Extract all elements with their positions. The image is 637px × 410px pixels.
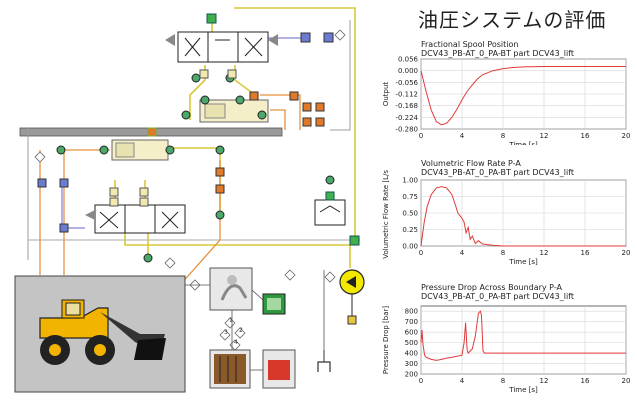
x-tick-label: 0	[419, 132, 423, 140]
y-tick-label: 300	[405, 360, 418, 368]
x-tick-label: 16	[581, 377, 590, 385]
y-tick-label: -0.280	[395, 126, 418, 134]
top-line	[234, 7, 356, 240]
y-tick-label: -0.168	[395, 102, 418, 110]
x-tick-label: 20	[622, 132, 631, 140]
chart1-subtitle: DCV43_PB-AT_0_PA-BT part DCV43_lift	[421, 49, 574, 58]
hydraulic-schematic: 1 2 3 4	[14, 7, 365, 393]
chart3-subtitle: DCV43_PB-AT_0_PA-BT part DCV43_lift	[421, 292, 574, 301]
x-tick-label: 20	[622, 377, 631, 385]
component-label-4: 4	[234, 339, 238, 346]
component-label-1: 1	[229, 317, 233, 324]
x-tick-label: 12	[540, 132, 549, 140]
lower-control-valve	[85, 204, 186, 234]
spool-position-chart: 0.056 0.000 -0.056 -0.112 -0.168 -0.224 -0.280…	[382, 56, 631, 146]
x-tick-label: 20	[622, 249, 631, 257]
component-label-3: 3	[224, 329, 228, 336]
engine-block	[209, 349, 251, 389]
y-tick-label: 400	[405, 350, 418, 358]
chart2-subtitle: DCV43_PB-AT_0_PA-BT part DCV43_lift	[421, 168, 574, 177]
x-tick-label: 0	[419, 249, 423, 257]
upper-control-valve	[165, 31, 278, 63]
y-tick-label: 800	[405, 308, 418, 316]
x-tick-label: 16	[581, 249, 590, 257]
y-tick-label: 700	[405, 318, 418, 326]
y-axis-label: Volumetric Flow Rate [L/s]	[382, 170, 390, 259]
page-heading: 油圧システムの評価	[418, 8, 607, 32]
lift-cylinder	[199, 99, 269, 123]
x-tick-label: 4	[460, 132, 465, 140]
x-tick-label: 16	[581, 132, 590, 140]
x-tick-label: 4	[460, 377, 465, 385]
grey-line	[330, 20, 351, 131]
y-tick-label: 0.000	[398, 67, 418, 75]
x-tick-label: 12	[540, 377, 549, 385]
x-tick-label: 0	[419, 377, 423, 385]
y-tick-label: -0.112	[395, 91, 418, 99]
relief-valve	[314, 191, 346, 226]
y-tick-label: 600	[405, 329, 418, 337]
chart2-title: Volumetric Flow Rate P-A	[421, 159, 521, 168]
chart3-title: Pressure Drop Across Boundary P-A	[421, 283, 563, 292]
x-axis-label: Time [s]	[508, 258, 538, 266]
x-axis-label: Time [s]	[508, 141, 538, 145]
y-tick-label: 500	[405, 339, 418, 347]
y-tick-label: -0.224	[395, 114, 418, 122]
series-line	[420, 66, 626, 126]
y-axis-label: Output	[382, 82, 390, 107]
y-tick-label: 0.25	[402, 226, 418, 234]
signal-lines	[185, 270, 325, 371]
wheel-loader-image	[14, 275, 186, 393]
y-tick-label: 0.00	[402, 243, 418, 251]
component-label-2: 2	[239, 327, 243, 334]
y-axis-label: Pressure Drop [bar]	[382, 306, 390, 375]
operator-panel	[209, 267, 253, 311]
x-axis-label: Time [s]	[508, 386, 538, 394]
component-nodes	[37, 13, 360, 263]
chart1-title: Fractional Spool Position	[421, 40, 519, 49]
y-tick-label: 200	[405, 371, 418, 379]
x-tick-label: 8	[501, 377, 505, 385]
x-tick-label: 8	[501, 249, 505, 257]
y-tick-label: 0.75	[402, 193, 418, 201]
x-tick-label: 4	[460, 249, 465, 257]
series-line	[420, 310, 626, 361]
pump	[339, 269, 365, 325]
y-tick-label: -0.056	[395, 79, 418, 87]
y-tick-label: 1.00	[402, 177, 418, 185]
y-tick-label: 0.056	[398, 56, 419, 64]
x-tick-label: 8	[501, 132, 505, 140]
controller-board	[262, 293, 286, 315]
y-tick-label: 0.50	[402, 210, 418, 218]
junction-diamonds	[34, 29, 346, 351]
series-line	[420, 186, 626, 247]
x-tick-label: 12	[540, 249, 549, 257]
tank-lines	[39, 94, 301, 286]
tank-symbol	[317, 350, 331, 372]
tilt-cylinder	[111, 139, 169, 161]
motor-block	[262, 349, 296, 389]
